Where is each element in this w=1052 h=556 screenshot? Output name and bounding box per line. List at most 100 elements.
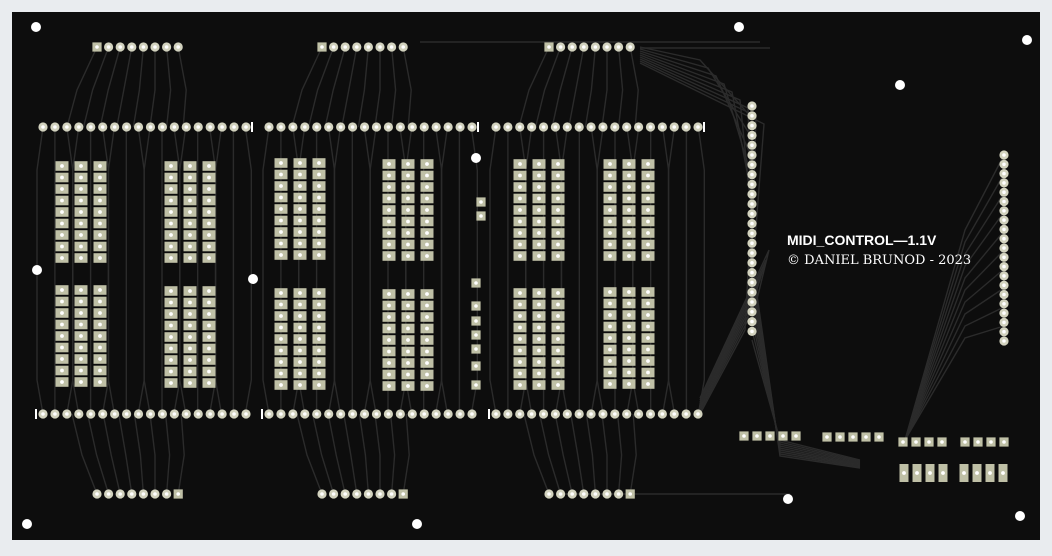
connector-pad [960, 437, 970, 447]
button-grid-pad [382, 251, 396, 261]
header-pin [375, 489, 385, 499]
button-grid-pad [401, 369, 415, 380]
row-pin [217, 122, 227, 132]
button-grid-pad [420, 289, 434, 299]
copper-trace [584, 46, 597, 128]
copper-trace [143, 126, 151, 415]
copper-trace [629, 413, 637, 495]
button-grid-pad [401, 346, 415, 357]
button-grid-pad [55, 195, 69, 206]
row-pin [407, 122, 417, 132]
button-grid-pad [420, 381, 434, 391]
row-pin [622, 122, 632, 132]
row-pin [288, 122, 298, 132]
button-grid-pad [312, 322, 326, 333]
button-grid-pad [74, 365, 88, 376]
button-grid-pad [274, 299, 288, 310]
button-grid-pad [622, 287, 636, 297]
button-grid-pad [513, 357, 527, 367]
row-pin [538, 122, 549, 132]
header-pin [173, 42, 183, 52]
button-grid-pad [164, 378, 178, 388]
row-pin [193, 409, 203, 419]
button-grid-pad [551, 345, 565, 356]
button-grid-pad [74, 218, 88, 229]
connector-pad [861, 432, 871, 442]
right-header-pin [999, 262, 1009, 272]
button-grid-pad [55, 377, 69, 387]
button-grid-pad [603, 228, 617, 238]
row-pin [443, 409, 453, 419]
button-grid-pad [401, 205, 415, 215]
mounting-hole [734, 22, 744, 32]
button-grid-pad [293, 368, 307, 379]
button-grid-pad [382, 170, 396, 181]
connector-tall-pad [998, 464, 1008, 482]
button-grid-pad [420, 228, 434, 238]
copper-trace [570, 413, 585, 495]
button-grid-pad [551, 322, 565, 333]
header-pin [115, 489, 125, 499]
header-pin [387, 42, 397, 52]
button-grid-pad [74, 377, 88, 387]
right-header-pin [747, 228, 757, 238]
pin1-marker [251, 122, 253, 132]
row-pin [62, 122, 72, 132]
button-grid-pad [532, 322, 546, 333]
button-grid-pad [183, 297, 197, 308]
button-grid-pad [420, 369, 434, 380]
button-grid-pad [164, 355, 178, 365]
row-pin [491, 409, 501, 419]
row-pin [193, 122, 203, 132]
pin1-marker [703, 122, 705, 132]
button-grid-pad [274, 322, 288, 333]
row-pin [98, 122, 108, 132]
button-grid-pad [202, 366, 216, 377]
button-grid-pad [274, 311, 288, 321]
button-grid-pad [202, 161, 216, 171]
connector-pad [986, 437, 996, 447]
header-pin [375, 42, 385, 52]
button-grid-pad [183, 332, 197, 342]
button-grid-pad [622, 333, 636, 343]
connector-pad [835, 432, 845, 442]
button-grid-pad [513, 205, 527, 215]
right-header-pin [999, 159, 1009, 169]
button-grid-pad [274, 227, 288, 237]
row-pin [347, 409, 358, 419]
copper-trace [133, 413, 145, 495]
button-grid-pad [641, 333, 655, 343]
right-header-pin [999, 280, 1009, 290]
button-grid-pad [293, 288, 307, 298]
right-header-pin [747, 326, 757, 336]
right-header-pin [999, 308, 1009, 318]
copper-trace [518, 46, 550, 128]
row-pin [50, 122, 60, 132]
button-grid-pad [183, 343, 197, 354]
right-header-pin [747, 121, 757, 131]
button-grid-pad [532, 357, 546, 367]
row-pin [157, 409, 168, 419]
header-pin [556, 489, 566, 499]
button-grid-pad [641, 310, 655, 320]
header-pin [579, 42, 589, 52]
row-pin [98, 409, 108, 419]
button-grid-pad [183, 218, 197, 229]
right-header-pin [747, 277, 757, 287]
row-pin [347, 122, 358, 132]
row-pin [550, 122, 561, 132]
right-header-pin [747, 150, 757, 160]
center-pad [471, 278, 481, 288]
button-grid-pad [183, 161, 197, 171]
button-grid-pad [74, 354, 88, 364]
copper-trace [327, 413, 346, 495]
connector-tall-pad [972, 464, 982, 482]
right-header-pin [747, 140, 757, 150]
row-pin [62, 409, 72, 419]
button-grid-pad [513, 159, 527, 169]
button-grid-pad [293, 322, 307, 333]
row-pin [241, 122, 251, 132]
row-pin [133, 122, 144, 132]
center-pad [471, 344, 481, 354]
row-pin [217, 409, 227, 419]
